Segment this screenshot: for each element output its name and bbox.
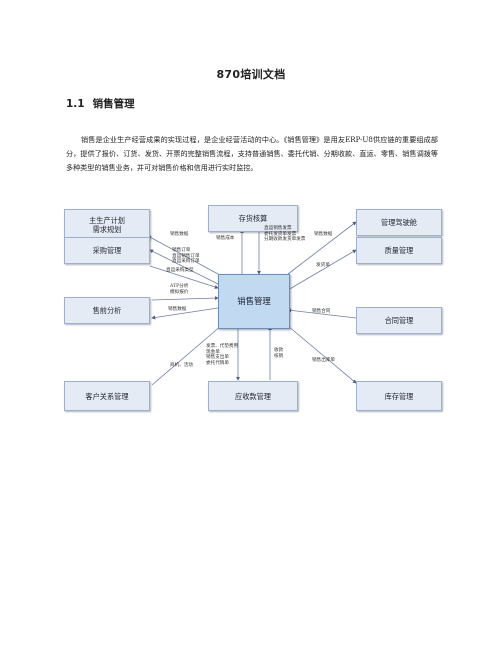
arrow-to-mps xyxy=(147,235,219,275)
label-atp-line1: ATP分析 xyxy=(170,284,189,289)
diagram-arrows xyxy=(147,221,357,386)
label-recv-line4: 委托代销单 xyxy=(206,360,229,366)
label-recv-line1: 发票、代垫费用 xyxy=(206,344,239,349)
arrow-to-report xyxy=(287,221,357,275)
label-crm: 商机、活动 xyxy=(170,363,193,368)
arrow-from-presales xyxy=(151,296,219,301)
section-number: 1.1 xyxy=(66,98,85,110)
label-atp-lines: ATP分析 模拟报价 xyxy=(170,284,188,295)
label-receivables-lines2: 收款 核销 xyxy=(274,348,283,359)
label-inventory-lines: 直运销售发票 委托发货单发票 分期收款发货单发票 xyxy=(264,226,305,243)
arrow-to-stock xyxy=(287,325,357,384)
label-sales-data-presales: 销售数据 xyxy=(168,307,187,312)
box-stock: 库存管理 xyxy=(356,381,442,411)
label-stock: 销售出库单 xyxy=(312,358,335,363)
label-inv-line1: 直运销售发票 xyxy=(264,226,292,231)
box-management-report: 管理驾驶舱 xyxy=(356,209,442,236)
label-receivables-lines: 发票、代垫费用 现金单 销售支出单 委托代销单 xyxy=(206,344,238,366)
section-title: 销售管理 xyxy=(92,98,135,110)
label-sales-data-mps: 销售数据 xyxy=(170,232,189,237)
label-recv-line3: 销售支出单 xyxy=(206,355,229,361)
box-mps-line1: 主生产计划 xyxy=(89,215,125,225)
box-purchase: 采购管理 xyxy=(64,237,150,264)
label-contract: 销售合同 xyxy=(312,309,331,314)
label-recv2-line2: 核销 xyxy=(274,353,284,359)
label-purchase-line1: 销售订单 xyxy=(172,248,191,253)
label-recv2-line1: 收款 xyxy=(274,348,284,353)
box-contract: 合同管理 xyxy=(356,307,442,334)
label-sales-data-report: 销售数据 xyxy=(314,232,333,237)
arrow-to-quality xyxy=(287,249,357,291)
box-presales: 售前分析 xyxy=(64,297,150,324)
label-sales-cost: 销售成本 xyxy=(216,236,235,241)
arrow-to-presales xyxy=(151,307,219,320)
label-delivery-note: 发货单 xyxy=(316,263,330,268)
sales-management-diagram: 主生产计划需求规划 存货核算 管理驾驶舱 采购管理 质量管理 销售管理 售前分析… xyxy=(60,200,446,422)
label-purchase-lines: 销售订单 直运销售订单 直运采购订单 xyxy=(172,248,200,265)
label-atp-line2: 模拟报价 xyxy=(170,289,189,295)
label-inv-line3: 分期收款发货单发票 xyxy=(264,237,306,243)
label-recv-line2: 现金单 xyxy=(206,349,220,355)
box-receivables: 应收款管理 xyxy=(208,381,298,411)
section-heading: 1.1 销售管理 xyxy=(66,96,135,111)
arrow-to-purchase xyxy=(149,249,219,285)
box-quality: 质量管理 xyxy=(356,237,442,264)
label-inv-line2: 委托发货单发票 xyxy=(264,231,297,237)
arrow-from-purchase xyxy=(149,265,219,289)
box-sales-management: 销售管理 xyxy=(218,274,290,329)
label-purchase-line3: 直运采购订单 xyxy=(172,259,200,265)
document-title: 870培训文档 xyxy=(216,68,286,81)
body-paragraph: 销售是企业生产经营成果的实现过程，是企业经营活动的中心。《销售管理》是用友ERP… xyxy=(66,135,438,172)
arrow-from-crm xyxy=(151,324,223,386)
box-mps-line2: 需求规划 xyxy=(92,224,122,234)
arrow-from-contract xyxy=(287,308,357,319)
box-crm: 客户关系管理 xyxy=(64,381,150,411)
box-mps: 主生产计划需求规划 xyxy=(64,209,150,240)
label-purchase-line2: 直运销售订单 xyxy=(172,253,200,259)
box-inventory-cost: 存货核算 xyxy=(208,205,298,232)
label-direct-purchase-type: 直运采购类型 xyxy=(166,268,194,273)
